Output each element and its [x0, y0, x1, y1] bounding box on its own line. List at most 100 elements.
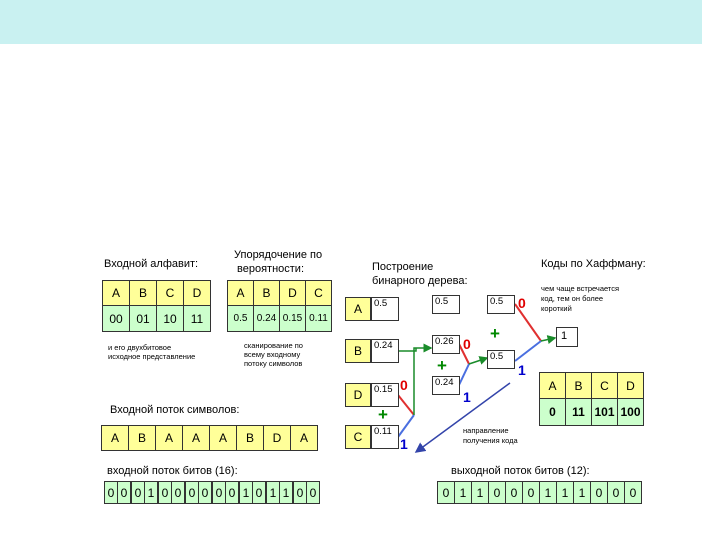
output-bit-stream: 0 1 1 0 0 0 1 1 1 0 0 0: [437, 481, 642, 504]
two-bit-note-line1: и его двухбитовое: [108, 343, 172, 352]
direction-note-line2: получения кода: [463, 436, 518, 445]
ordered-prob: 0.11: [305, 305, 332, 332]
ordered-prob: 0.15: [279, 305, 306, 332]
leaf-c-letter: C: [345, 425, 371, 449]
alphabet-code: 01: [129, 305, 157, 332]
one-marker: 1: [463, 389, 471, 405]
alphabet-letter: D: [183, 280, 211, 306]
one-marker: 1: [518, 362, 526, 378]
plus-marker: +: [437, 356, 447, 375]
top-banner: [0, 0, 702, 44]
direction-note-line1: направление: [463, 426, 509, 435]
input-bit: 0: [184, 481, 199, 504]
input-symbol: A: [101, 425, 129, 451]
node-level2-026: 0.26: [432, 335, 460, 354]
alphabet-code: 11: [183, 305, 211, 332]
output-bit: 0: [590, 481, 608, 504]
huffman-code: 101: [591, 398, 618, 426]
output-bit: 0: [437, 481, 455, 504]
input-symbol: A: [209, 425, 237, 451]
input-bit: 1: [144, 481, 159, 504]
alphabet-table: A B C D 00 01 10 11: [102, 280, 211, 332]
frequent-note-line1: чем чаще встречается: [541, 284, 620, 293]
node-level3-05-top: 0.5: [487, 295, 515, 314]
alphabet-code: 10: [156, 305, 184, 332]
input-bit: 1: [279, 481, 294, 504]
input-bit: 1: [238, 481, 253, 504]
alphabet-letter: C: [156, 280, 184, 306]
input-bit: 0: [225, 481, 240, 504]
input-bit: 0: [198, 481, 213, 504]
output-bit: 0: [505, 481, 523, 504]
edge-c-one: [397, 414, 415, 438]
one-marker: 1: [400, 436, 408, 452]
frequent-note-line3: короткий: [541, 304, 572, 313]
output-bit: 0: [624, 481, 642, 504]
input-bit: 0: [130, 481, 145, 504]
leaf-a-letter: A: [345, 297, 371, 321]
leaf-d-value: 0.15: [371, 383, 399, 407]
tree-label-line2: бинарного дерева:: [372, 275, 468, 287]
huffman-letter: B: [565, 372, 592, 399]
output-bit: 0: [488, 481, 506, 504]
output-bit: 1: [454, 481, 472, 504]
input-bit: 0: [211, 481, 226, 504]
leaf-b-value: 0.24: [371, 339, 399, 363]
two-bit-note-line2: исходное представление: [108, 352, 196, 361]
output-bit: 1: [573, 481, 591, 504]
edge-root-one: [514, 340, 542, 362]
alphabet-code: 00: [102, 305, 130, 332]
huffman-letter: D: [617, 372, 644, 399]
input-bit: 0: [252, 481, 267, 504]
frequent-note-line2: код, тем он более: [541, 294, 604, 303]
leaf-d-letter: D: [345, 383, 371, 407]
ordered-letter: D: [279, 280, 306, 306]
input-bit: 0: [306, 481, 320, 504]
leaf-c-value: 0.11: [371, 425, 399, 449]
output-bits-label: выходной поток битов (12):: [451, 465, 590, 477]
ordering-label-line1: Упорядочение по: [234, 249, 323, 261]
node-level2-a: 0.5: [432, 295, 460, 314]
input-alphabet-label: Входной алфавит:: [104, 258, 199, 270]
ordered-prob: 0.5: [227, 305, 254, 332]
huffman-code: 11: [565, 398, 592, 426]
zero-marker: 0: [518, 295, 526, 311]
input-bit: 0: [292, 481, 307, 504]
input-bit: 0: [171, 481, 186, 504]
plus-marker: +: [378, 405, 388, 424]
input-bit: 0: [117, 481, 132, 504]
input-stream-label: Входной поток символов:: [110, 404, 240, 416]
tree-label-line1: Построение: [372, 261, 434, 273]
scan-note-line2: всему входному: [244, 350, 301, 359]
scan-note-line1: сканирование по: [244, 341, 303, 350]
plus-marker: +: [490, 324, 500, 343]
edge-to-root: [540, 335, 557, 344]
output-bit: 0: [607, 481, 625, 504]
output-bit: 1: [556, 481, 574, 504]
huffman-table: A B C D 0 11 101 100: [539, 372, 644, 426]
edge-to-05: [468, 356, 489, 365]
leaf-b-letter: B: [345, 339, 371, 363]
input-symbol: B: [236, 425, 264, 451]
input-symbol: A: [155, 425, 183, 451]
node-level3-05-bottom: 0.5: [487, 350, 515, 369]
edge-to-026: [413, 343, 433, 415]
output-bit: 0: [522, 481, 540, 504]
huffman-code: 100: [617, 398, 644, 426]
edge-026-zero: [458, 343, 470, 365]
input-bit: 0: [104, 481, 118, 504]
tree-root: 1: [556, 327, 578, 347]
output-bit: 1: [471, 481, 489, 504]
huffman-letter: A: [539, 372, 566, 399]
ordered-letter: C: [305, 280, 332, 306]
edge-b: [399, 348, 417, 352]
edge-root-zero: [514, 303, 542, 342]
huffman-label: Коды по Хаффману:: [541, 258, 646, 270]
input-symbol: B: [128, 425, 156, 451]
huffman-letter: C: [591, 372, 618, 399]
input-bit-stream: 0 0 0 1 0 0 0 0 0 0 1 0 1 1 0 0: [104, 481, 320, 504]
ordered-table: A B D C 0.5 0.24 0.15 0.11: [227, 280, 332, 332]
input-symbol: A: [290, 425, 318, 451]
input-bit: 0: [157, 481, 172, 504]
